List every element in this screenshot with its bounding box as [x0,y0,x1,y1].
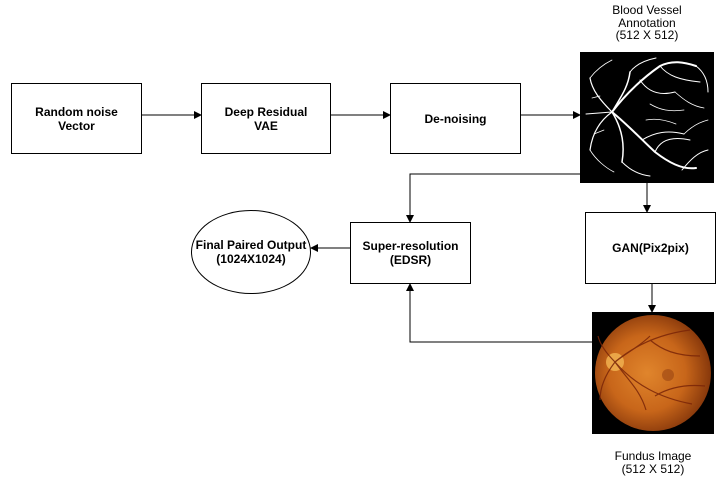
gan-label: GAN(Pix2pix) [612,241,689,255]
random-noise-label-line-2: Vector [58,118,95,133]
fundus-caption-line-1: Fundus Image [614,449,692,463]
vessel-annotation-caption: Blood Vessel Annotation (512 X 512) [580,4,714,42]
gan-pix2pix-box: GAN(Pix2pix) [585,212,716,284]
random-noise-label-line-1: Random noise [35,104,118,119]
super-resolution-label-line-2: (EDSR) [389,253,432,267]
blood-vessel-tree-icon [585,57,709,177]
vessel-caption-line-1: Blood Vessel [612,3,682,17]
fundus-image-caption: Fundus Image (512 X 512) [592,450,714,475]
vessel-caption-line-2: Annotation [618,15,676,30]
final-output-label-line-2: (1024X1024) [216,252,286,266]
arrow-fundus-to-superres [406,283,592,343]
arrow-vessel-to-superres [406,173,580,223]
deep-residual-vae-box: Deep Residual VAE [201,83,331,154]
fundus-caption-line-2: (512 X 512) [621,461,685,476]
vae-label-line-1: Deep Residual [224,104,308,119]
super-resolution-label-line-1: Super-resolution [362,239,459,253]
vessel-caption-line-3: (512 X 512) [615,28,679,42]
vae-label-line-2: VAE [254,118,278,133]
random-noise-vector-box: Random noise Vector [11,83,142,154]
final-paired-output-ellipse: Final Paired Output (1024X1024) [191,210,311,294]
denoising-box: De-noising [390,83,521,154]
retina-icon [595,315,711,431]
final-output-label-line-1: Final Paired Output [195,238,307,252]
vessel-annotation-image [580,52,714,183]
super-resolution-box: Super-resolution (EDSR) [350,222,471,284]
fundus-image [592,312,714,434]
denoising-label: De-noising [424,111,487,126]
